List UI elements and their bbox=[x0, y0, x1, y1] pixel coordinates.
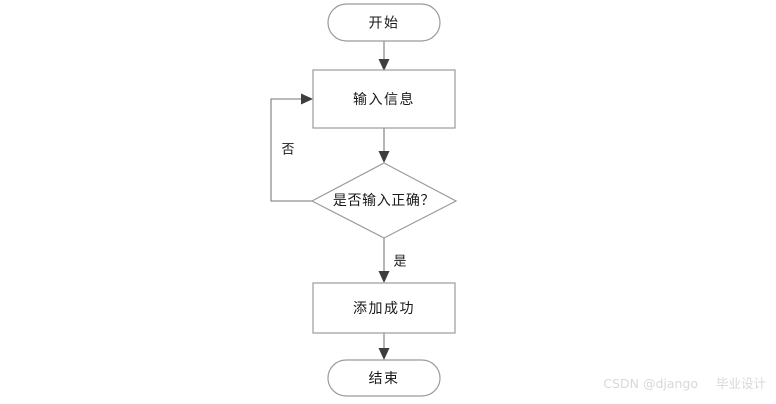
watermark-site: CSDN @django bbox=[603, 376, 699, 391]
arrowhead-icon bbox=[378, 348, 390, 360]
node-success[interactable]: 添加成功 bbox=[312, 282, 456, 334]
watermark-tag: 毕业设计 bbox=[715, 376, 766, 391]
node-start-label: 开始 bbox=[369, 16, 400, 32]
node-success-shape[interactable] bbox=[312, 282, 456, 334]
watermark: CSDN @django 毕业设计 bbox=[603, 373, 766, 392]
edge-input-to-decision bbox=[378, 128, 390, 163]
node-input-label: 输入信息 bbox=[353, 91, 415, 108]
edge-line bbox=[270, 98, 312, 202]
node-start[interactable]: 开始 bbox=[327, 3, 441, 42]
edge-start-to-input bbox=[378, 41, 390, 71]
node-input-shape[interactable] bbox=[312, 69, 456, 129]
arrowhead-icon bbox=[378, 151, 390, 163]
node-start-shape[interactable] bbox=[327, 3, 441, 42]
arrowhead-icon bbox=[301, 93, 313, 105]
node-decision-shape[interactable] bbox=[310, 162, 458, 239]
edge-label-yes: 是 bbox=[393, 255, 406, 270]
node-decision[interactable]: 是否输入正确？ bbox=[310, 162, 458, 239]
node-success-label: 添加成功 bbox=[353, 301, 415, 317]
edge-decision-to-success: 是 bbox=[378, 238, 407, 283]
edge-decision-to-input: 否 bbox=[270, 93, 313, 202]
edge-label-no: 否 bbox=[281, 143, 294, 158]
arrowhead-icon bbox=[378, 271, 390, 283]
node-end-shape[interactable] bbox=[327, 359, 441, 397]
node-input[interactable]: 输入信息 bbox=[312, 69, 456, 129]
arrowhead-icon bbox=[378, 59, 390, 71]
node-end[interactable]: 结束 bbox=[327, 359, 441, 397]
node-end-label: 结束 bbox=[369, 371, 400, 387]
edge-success-to-end bbox=[378, 333, 390, 360]
node-decision-label: 是否输入正确？ bbox=[333, 193, 435, 209]
